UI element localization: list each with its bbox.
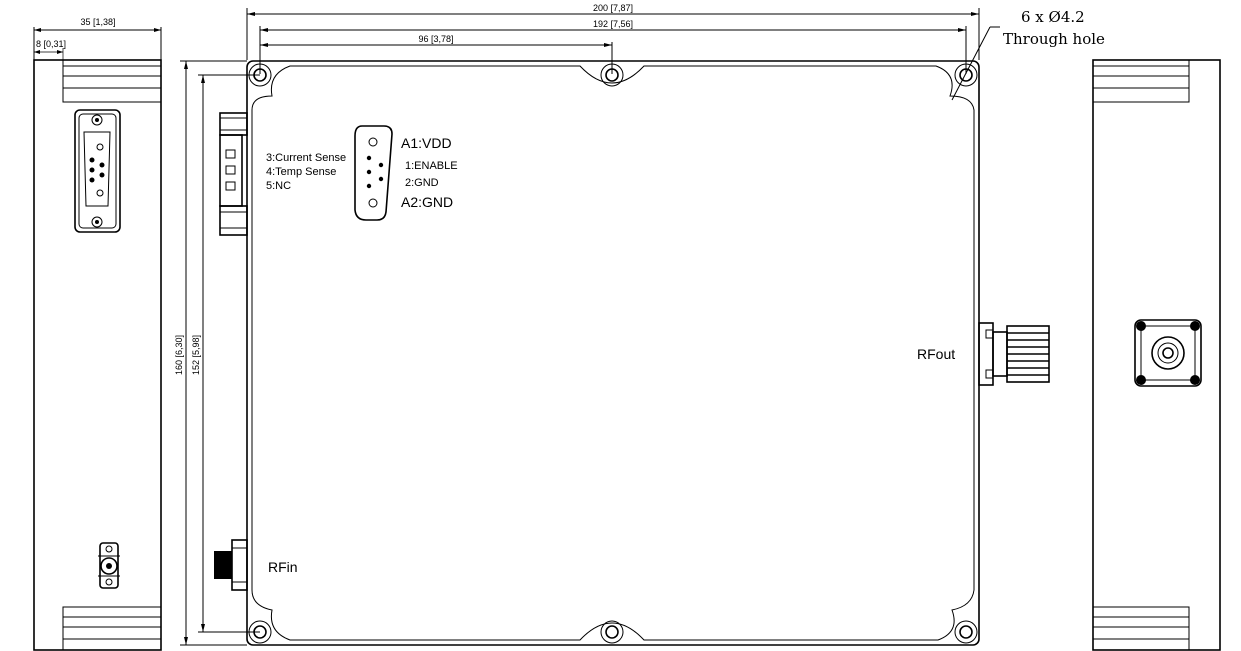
housing-inner-lid — [251, 65, 975, 641]
hole-type-label: Through hole — [1003, 30, 1105, 48]
pin-1-label: 1:ENABLE — [405, 160, 458, 172]
dsub-connector-side — [74, 109, 121, 233]
rfin-connector-side — [98, 542, 120, 589]
pin-5-label: 5:NC — [266, 180, 291, 192]
side-width-dim: 35 [1,38] — [80, 17, 115, 27]
left-side-view: 35 [1,38] 8 [0,31] — [33, 17, 162, 651]
rfin-label: RFin — [268, 559, 298, 575]
rfout-connector-face — [1134, 319, 1202, 387]
right-side-view — [1092, 59, 1221, 651]
pin-2-label: 2:GND — [405, 177, 439, 189]
pin-a2-label: A2:GND — [401, 194, 453, 210]
mounting-hole-bl — [248, 620, 272, 644]
hole-count-label: 6 x Ø4.2 — [1021, 8, 1085, 26]
pin-3-label: 3:Current Sense — [266, 152, 346, 164]
center-hole-dim: 96 [3,78] — [418, 34, 453, 44]
hole-span-width-dim: 192 [7,56] — [593, 19, 633, 29]
side-offset-dim: 8 [0,31] — [36, 39, 66, 49]
housing-outline — [246, 60, 980, 646]
mounting-hole-tl — [248, 63, 272, 87]
overall-height-dim: 160 [6,30] — [174, 335, 184, 375]
top-view: 200 [7,87] 192 [7,56] 96 [3,78] 160 [6,3… — [174, 3, 1105, 646]
hole-span-height-dim: 152 [5,98] — [191, 335, 201, 375]
rfout-connector — [978, 322, 1050, 386]
rfin-connector — [214, 539, 248, 591]
pin-4-label: 4:Temp Sense — [266, 166, 336, 178]
overall-width-dim: 200 [7,87] — [593, 3, 633, 13]
pin-a1-label: A1:VDD — [401, 135, 452, 151]
mounting-hole-tc — [600, 63, 624, 87]
dsub-connector-face — [354, 125, 393, 221]
mounting-hole-bc — [600, 620, 624, 644]
mounting-hole-tr — [954, 63, 978, 87]
mounting-hole-br — [954, 620, 978, 644]
dc-connector-edge — [219, 112, 248, 236]
rfout-label: RFout — [917, 346, 955, 362]
